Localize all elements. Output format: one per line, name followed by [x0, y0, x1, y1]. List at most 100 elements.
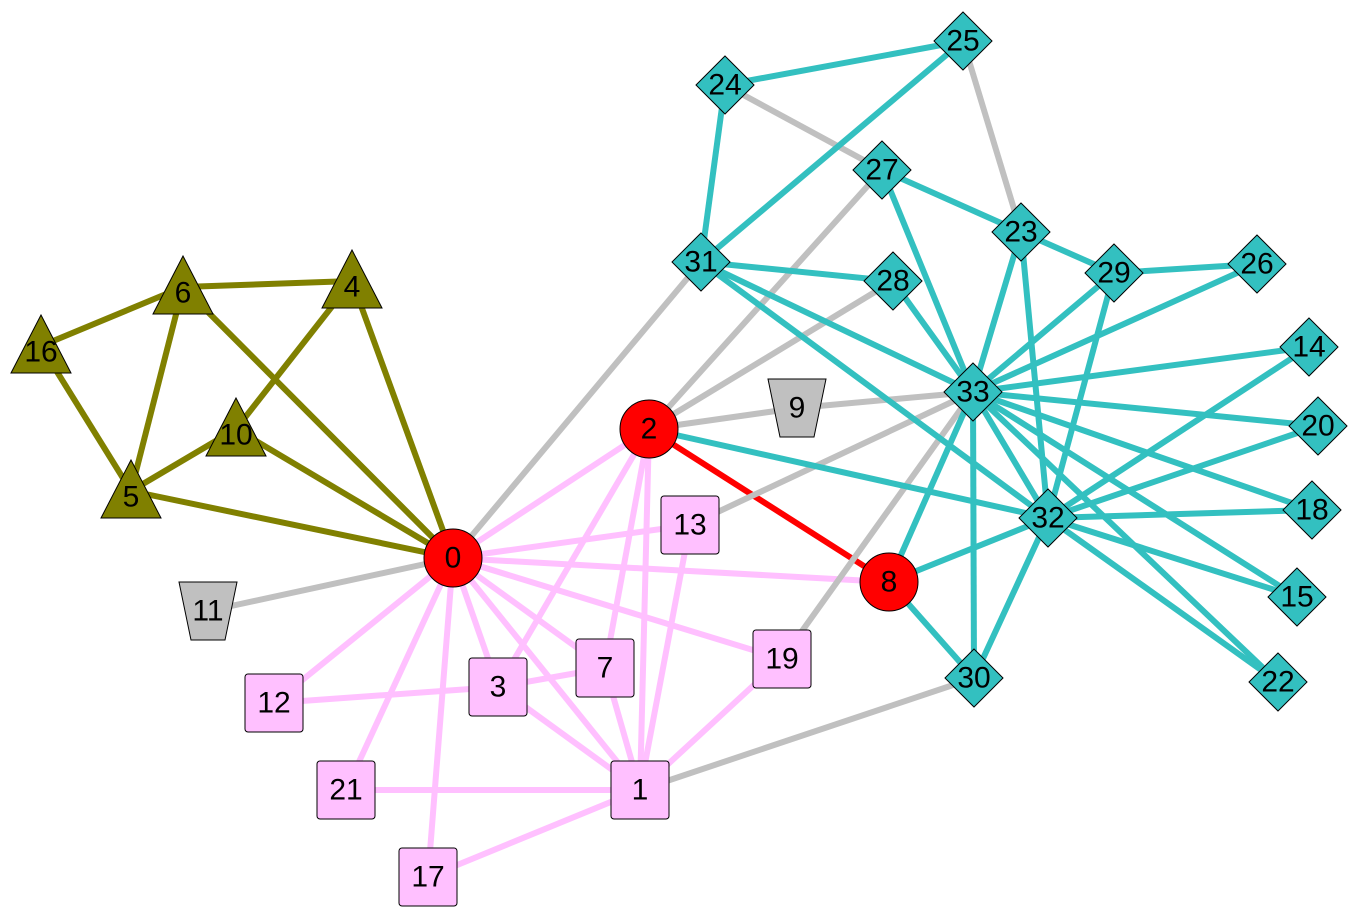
- node-25-label: 25: [946, 25, 979, 58]
- edge-0-8: [452, 555, 890, 585]
- node-5: 5: [100, 458, 162, 519]
- nodes-layer: 0123456789101112131415161718192021222324…: [10, 11, 1348, 907]
- node-7: 7: [575, 638, 635, 698]
- edge-0-11: [207, 555, 454, 614]
- node-3: 3: [468, 657, 528, 717]
- node-15-diamond-shape: [1267, 567, 1327, 627]
- node-14: 14: [1279, 317, 1339, 377]
- edge-17-1: [426, 787, 642, 880]
- edge-33-32: [970, 390, 1051, 520]
- node-9-label: 9: [789, 392, 806, 425]
- edge-24-27: [723, 82, 884, 173]
- node-30: 30: [944, 648, 1004, 708]
- node-14-label: 14: [1292, 331, 1325, 364]
- edge-0-21: [343, 556, 456, 792]
- node-7-square-shape: [575, 638, 635, 698]
- edge-29-33: [971, 270, 1116, 395]
- node-27: 27: [852, 140, 912, 200]
- edge-32-20: [1047, 423, 1319, 521]
- node-21: 21: [316, 760, 376, 820]
- edge-25-23: [960, 40, 1024, 233]
- edges-layer: [38, 38, 1319, 880]
- node-33-diamond-shape: [943, 362, 1003, 422]
- edge-32-14: [1046, 344, 1311, 521]
- node-32-diamond-shape: [1018, 488, 1078, 548]
- node-8-circle-shape: [859, 552, 919, 612]
- node-2-label: 2: [641, 413, 658, 446]
- edge-32-2: [648, 426, 1049, 521]
- node-22: 22: [1248, 652, 1308, 712]
- node-33-label: 33: [956, 376, 989, 409]
- edge-2-1: [637, 428, 652, 791]
- node-17-label: 17: [411, 861, 444, 894]
- node-20: 20: [1288, 396, 1348, 456]
- edge-0-31: [450, 260, 704, 560]
- node-1: 1: [610, 760, 670, 820]
- node-32-label: 32: [1031, 502, 1064, 535]
- edge-24-25: [724, 38, 964, 88]
- node-19-label: 19: [765, 643, 798, 676]
- node-23: 23: [991, 202, 1051, 262]
- node-18-label: 18: [1295, 494, 1328, 527]
- node-31: 31: [671, 232, 731, 292]
- node-27-diamond-shape: [852, 140, 912, 200]
- node-16-triangle-shape: [10, 313, 72, 374]
- node-6: 6: [152, 254, 214, 315]
- node-19: 19: [752, 629, 812, 689]
- edge-0-13: [452, 522, 691, 561]
- node-0-circle-shape: [423, 528, 483, 588]
- edge-31-32: [699, 259, 1050, 521]
- edge-0-1: [450, 556, 643, 792]
- edge-23-32: [1018, 231, 1051, 519]
- edge-4-0: [349, 279, 456, 560]
- node-10: 10: [205, 396, 267, 457]
- node-12-square-shape: [244, 673, 304, 733]
- edge-33-22: [970, 389, 1281, 685]
- node-16: 16: [10, 313, 72, 374]
- edge-33-20: [972, 389, 1319, 429]
- edge-25-31: [699, 38, 965, 265]
- node-25-diamond-shape: [933, 11, 993, 71]
- node-17-square-shape: [398, 847, 458, 907]
- node-24-diamond-shape: [695, 55, 755, 115]
- node-28-label: 28: [876, 265, 909, 298]
- node-28-diamond-shape: [863, 251, 923, 311]
- edge-33-14: [972, 344, 1310, 395]
- node-10-triangle-shape: [205, 396, 267, 457]
- node-32: 32: [1018, 488, 1078, 548]
- edge-16-6: [39, 284, 185, 349]
- node-2: 2: [619, 399, 679, 459]
- node-7-label: 7: [597, 652, 614, 685]
- edge-2-7: [602, 428, 652, 669]
- node-3-square-shape: [468, 657, 528, 717]
- node-8-label: 8: [881, 566, 898, 599]
- node-2-circle-shape: [619, 399, 679, 459]
- node-27-label: 27: [865, 154, 898, 187]
- node-0-label: 0: [445, 542, 462, 575]
- node-9-trapezoid-shape: [767, 378, 827, 438]
- node-4-label: 4: [344, 271, 361, 304]
- node-11-label: 11: [192, 595, 223, 628]
- node-15: 15: [1267, 567, 1327, 627]
- edge-33-30: [970, 391, 977, 679]
- edge-32-30: [971, 516, 1051, 680]
- edge-2-3: [495, 427, 652, 689]
- node-24-label: 24: [708, 69, 741, 102]
- node-26-label: 26: [1240, 248, 1273, 281]
- edge-5-0: [130, 488, 454, 561]
- node-14-diamond-shape: [1279, 317, 1339, 377]
- node-13-square-shape: [660, 495, 720, 555]
- edge-27-23: [880, 167, 1023, 235]
- node-4-triangle-shape: [321, 248, 383, 309]
- node-4: 4: [321, 248, 383, 309]
- edge-31-33: [699, 259, 975, 395]
- node-20-label: 20: [1301, 410, 1334, 443]
- edge-2-8: [647, 426, 891, 585]
- node-3-label: 3: [490, 671, 507, 704]
- edge-10-0: [234, 426, 455, 561]
- node-25: 25: [933, 11, 993, 71]
- node-26: 26: [1227, 234, 1287, 294]
- node-28: 28: [863, 251, 923, 311]
- node-19-square-shape: [752, 629, 812, 689]
- edge-3-12: [273, 684, 499, 706]
